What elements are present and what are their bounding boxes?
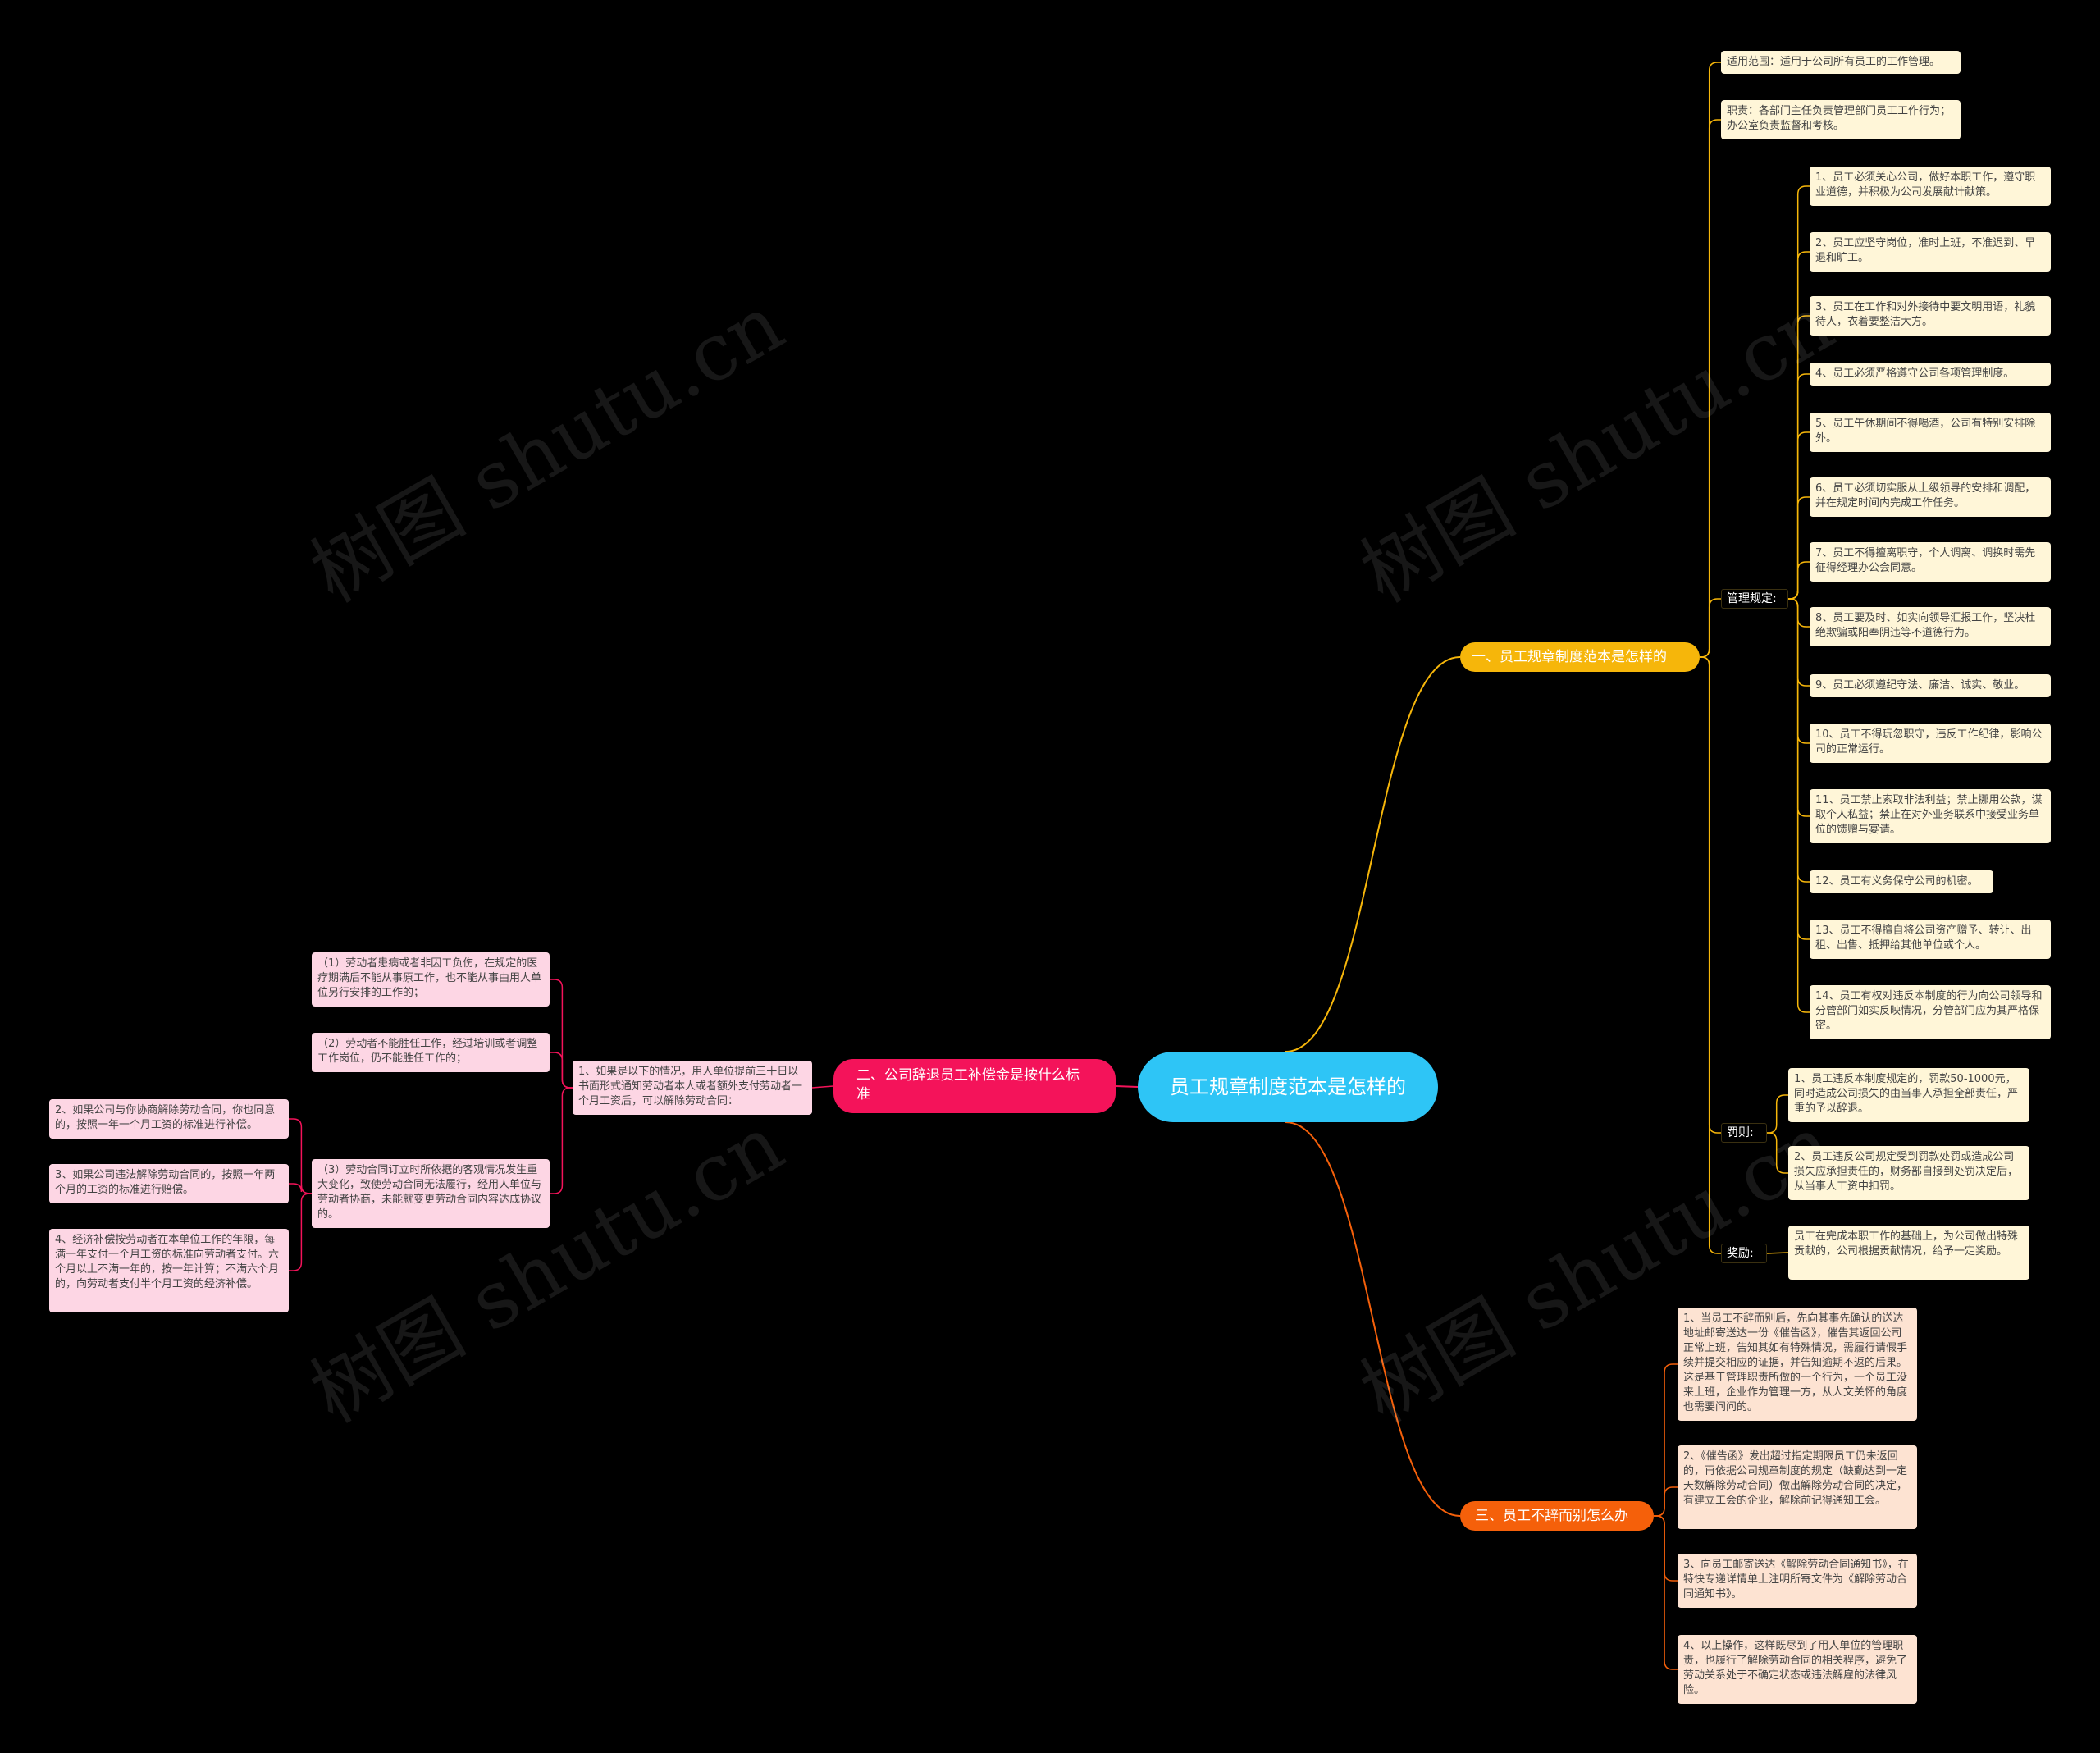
mgmt-item[interactable]: 12、员工有义务保守公司的机密。 [1810, 870, 1993, 893]
absence-step[interactable]: 3、向员工邮寄送达《解除劳动合同通知书》，在特快专递详情单上注明所寄文件为《解除… [1678, 1554, 1917, 1608]
mgmt-item[interactable]: 11、员工禁止索取非法利益；禁止挪用公款，谋取个人私益；禁止在对外业务联系中接受… [1810, 789, 2051, 843]
absence-step[interactable]: 2、《催告函》发出超过指定期限员工仍未返回的，再依据公司规章制度的规定（缺勤达到… [1678, 1445, 1917, 1529]
mgmt-children-line [1788, 561, 1810, 600]
mgmt-item[interactable]: 8、员工要及时、如实向领导汇报工作，坚决杜绝欺骗或阳奉阴违等不道德行为。 [1810, 607, 2051, 646]
mgmt-item[interactable]: 13、员工不得擅自将公司资产赠予、转让、出租、出售、抵押给其他单位或个人。 [1810, 920, 2051, 959]
condition-children-line [550, 1087, 573, 1194]
mgmt-children-line [1788, 496, 1810, 600]
mgmt-item[interactable]: 4、员工必须严格遵守公司各项管理制度。 [1810, 363, 2051, 386]
watermark: 树图 shutu.cn [296, 277, 798, 621]
mgmt-item[interactable]: 14、员工有权对违反本制度的行为向公司领导和分管部门如实反映情况，分管部门应为其… [1810, 985, 2051, 1039]
mgmt-children-line [1788, 598, 1810, 1013]
dismissal-case[interactable]: （1）劳动者患病或者非因工负伤，在规定的医疗期满后不能从事原工作，也不能从事由用… [312, 952, 550, 1007]
branch-2-node[interactable]: 二、公司辞退员工补偿金是按什么标准 [833, 1059, 1116, 1113]
branch3-children-line [1654, 1363, 1678, 1517]
watermark: 树图 shutu.cn [296, 1098, 798, 1441]
branch-3-node[interactable]: 三、员工不辞而别怎么办 [1460, 1501, 1654, 1531]
branch1-children-line [1700, 598, 1721, 658]
absence-step[interactable]: 1、当员工不辞而别后，先向其事先确认的送达地址邮寄送达一份《催告函》，催告其返回… [1678, 1308, 1917, 1421]
mgmt-label[interactable]: 管理规定: [1721, 589, 1788, 609]
mgmt-children-line [1788, 598, 1810, 817]
watermark: 树图 shutu.cn [1346, 277, 1848, 621]
mgmt-children-line [1788, 598, 1810, 744]
compensation-item[interactable]: 3、如果公司违法解除劳动合同的，按照一年两个月的工资的标准进行赔偿。 [49, 1164, 289, 1203]
root-node[interactable]: 员工规章制度范本是怎样的 [1138, 1052, 1438, 1122]
case3-children-line [289, 1118, 312, 1194]
condition-children-line [550, 979, 573, 1089]
mgmt-children-line [1788, 373, 1810, 600]
dismissal-case[interactable]: （3）劳动合同订立时所依据的客观情况发生重大变化，致使劳动合同无法履行，经用人单… [312, 1159, 550, 1228]
mgmt-item[interactable]: 5、员工午休期间不得喝酒，公司有特别安排除外。 [1810, 413, 2051, 452]
case3-children-line [289, 1183, 312, 1194]
branch3-children-line [1654, 1486, 1678, 1517]
root-to-branch2-line [1115, 1085, 1139, 1088]
mgmt-item[interactable]: 6、员工必须切实服从上级领导的安排和调配，并在规定时间内完成工作任务。 [1810, 477, 2051, 517]
mgmt-item[interactable]: 3、员工在工作和对外接待中要文明用语，礼貌待人，衣着要整洁大方。 [1810, 296, 2051, 336]
root-to-branch1-line [1285, 656, 1461, 1052]
branch2-children-line [811, 1085, 834, 1089]
branch1-children-line [1700, 656, 1721, 1134]
condition-children-line [550, 1052, 573, 1089]
scope-node[interactable]: 适用范围：适用于公司所有员工的工作管理。 [1721, 51, 1961, 74]
reward-item[interactable]: 员工在完成本职工作的基础上，为公司做出特殊贡献的，公司根据贡献情况，给予一定奖励… [1788, 1226, 2029, 1280]
penalty-item[interactable]: 2、员工违反公司规定受到罚款处罚或造成公司损失应承担责任的，财务部自接到处罚决定… [1788, 1146, 2029, 1200]
mgmt-children-line [1788, 598, 1810, 940]
penalty-item[interactable]: 1、员工违反本制度规定的，罚款50-1000元，同时造成公司损失的由当事人承担全… [1788, 1068, 2029, 1122]
branch-1-node[interactable]: 一、员工规章制度范本是怎样的 [1460, 642, 1700, 672]
penalty-label[interactable]: 罚则: [1721, 1123, 1767, 1143]
mgmt-item[interactable]: 9、员工必须遵纪守法、廉洁、诚实、敬业。 [1810, 674, 2051, 697]
mgmt-item[interactable]: 2、员工应坚守岗位，准时上班，不准迟到、早退和旷工。 [1810, 232, 2051, 272]
compensation-item[interactable]: 4、经济补偿按劳动者在本单位工作的年限，每满一年支付一个月工资的标准向劳动者支付… [49, 1229, 289, 1312]
mgmt-item[interactable]: 10、员工不得玩忽职守，违反工作纪律，影响公司的正常运行。 [1810, 724, 2051, 763]
dismissal-condition-node[interactable]: 1、如果是以下的情况，用人单位提前三十日以书面形式通知劳动者本人或者额外支付劳动… [573, 1061, 812, 1115]
compensation-item[interactable]: 2、如果公司与你协商解除劳动合同，你也同意的，按照一年一个月工资的标准进行补偿。 [49, 1099, 289, 1139]
branch3-children-line [1654, 1515, 1678, 1582]
branch3-children-line [1654, 1515, 1678, 1670]
duty-node[interactable]: 职责：各部门主任负责管理部门员工工作行为；办公室负责监督和考核。 [1721, 100, 1961, 139]
dismissal-case[interactable]: （2）劳动者不能胜任工作，经过培训或者调整工作岗位，仍不能胜任工作的； [312, 1033, 550, 1072]
mgmt-children-line [1788, 431, 1810, 600]
case3-children-line [289, 1193, 312, 1271]
mgmt-item[interactable]: 7、员工不得擅离职守，个人调离、调换时需先征得经理办公会同意。 [1810, 542, 2051, 582]
reward-label[interactable]: 奖励: [1721, 1244, 1767, 1263]
absence-step[interactable]: 4、以上操作，这样既尽到了用人单位的管理职责，也履行了解除劳动合同的相关程序，避… [1678, 1635, 1917, 1704]
mgmt-children-line [1788, 598, 1810, 687]
mgmt-children-line [1788, 598, 1810, 628]
mgmt-item[interactable]: 1、员工必须关心公司，做好本职工作，遵守职业道德，并积极为公司发展献计献策。 [1810, 167, 2051, 206]
mgmt-children-line [1788, 598, 1810, 883]
